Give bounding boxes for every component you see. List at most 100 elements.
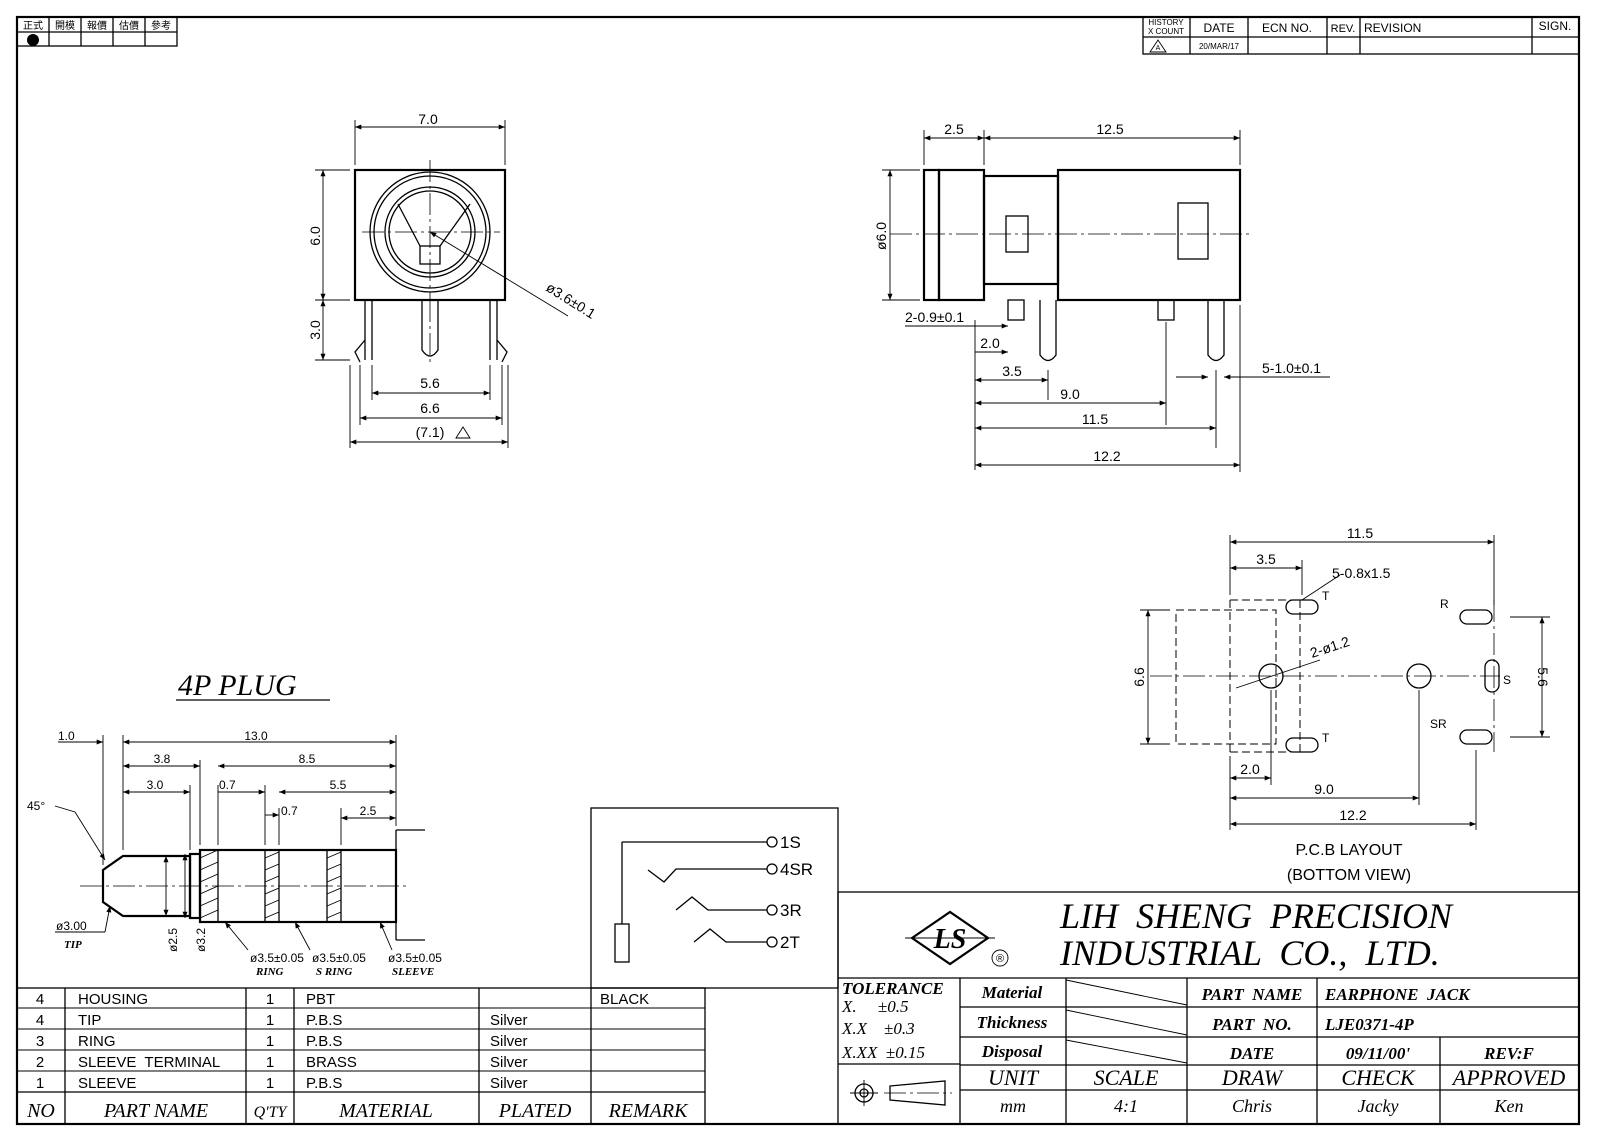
s-ring-label: S RING — [316, 966, 352, 978]
dim-label: 6.0 — [307, 226, 323, 246]
pin-label: T — [1322, 731, 1330, 745]
part-name-value: EARPHONE JACK — [1324, 985, 1471, 1004]
dim-label: 5-1.0±0.1 — [1262, 360, 1321, 376]
bom-no: 1 — [36, 1075, 44, 1092]
revision-table: HISTORY X COUNT DATE ECN NO. REV. REVISI… — [1142, 16, 1580, 55]
dim-label: ø3.5±0.05 — [250, 951, 304, 965]
pcb-layout: 11.5 3.5 5-0.8x1.5 2-ø1.2 6.6 5.6 2.0 9.… — [1131, 525, 1551, 884]
dim-label: ø3.2 — [194, 928, 208, 952]
scale-label: SCALE — [1094, 1065, 1159, 1090]
bom-no: 4 — [36, 1012, 44, 1029]
bom-plated: Silver — [490, 1012, 528, 1029]
dim-label: ø3.00 — [56, 919, 87, 933]
stage-label: 正式 — [23, 19, 43, 32]
bom-part-name: RING — [78, 1033, 116, 1050]
revision-count: A — [1156, 45, 1161, 52]
dim-label: 0.7 — [281, 804, 298, 818]
dim-label: ø3.5±0.05 — [312, 951, 366, 965]
draw-value: Chris — [1232, 1096, 1272, 1116]
dim-label: 11.5 — [1082, 411, 1108, 427]
bom-part-name: SLEEVE — [78, 1075, 136, 1092]
dim-label: 9.0 — [1060, 386, 1080, 402]
table-row: 1 SLEEVE 1 P.B.S Silver — [36, 1075, 528, 1092]
dim-label: 2.0 — [1240, 761, 1260, 777]
registered-mark: ® — [996, 953, 1004, 965]
bom-header: MATERIAL — [338, 1100, 433, 1122]
history-header: HISTORY — [1148, 18, 1184, 27]
dim-label: 6.6 — [420, 400, 440, 416]
pcb-layout-subtitle: (BOTTOM VIEW) — [1287, 867, 1411, 884]
bom-qty: 1 — [266, 1012, 274, 1029]
dim-label: ø3.5±0.05 — [388, 951, 442, 965]
pcb-layout-title: P.C.B LAYOUT — [1296, 842, 1403, 859]
approved-label: APPROVED — [1451, 1065, 1566, 1090]
bom-plated: Silver — [490, 1054, 528, 1071]
bom-part-name: TIP — [78, 1012, 101, 1029]
bom-part-name: SLEEVE TERMINAL — [78, 1054, 220, 1071]
bom-table: 4 HOUSING 1 PBT BLACK 4 TIP 1 P.B.S Silv… — [16, 987, 706, 1125]
projection-symbol-icon — [850, 1080, 952, 1106]
dim-label: 5.5 — [330, 778, 347, 792]
dim-label: 3.0 — [147, 778, 164, 792]
stage-label: 參考 — [151, 19, 171, 32]
plug-view: 4P PLUG — [27, 669, 442, 978]
dim-label: 5.6 — [420, 375, 440, 391]
bom-header: Q'TY — [254, 1104, 289, 1121]
bom-header: REMARK — [608, 1100, 690, 1122]
bom-no: 2 — [36, 1054, 44, 1071]
count-header: X COUNT — [1148, 27, 1184, 36]
plug-title: 4P PLUG — [178, 669, 297, 702]
company-logo: LS ® — [905, 910, 1009, 967]
table-row: 3 RING 1 P.B.S Silver — [36, 1033, 528, 1050]
company-name-line-2: INDUSTRIAL CO., LTD. — [1059, 933, 1440, 973]
bom-header: PLATED — [498, 1100, 572, 1122]
dim-label: 0.7 — [219, 778, 236, 792]
material-label: Material — [981, 983, 1043, 1002]
dim-label: 3.5 — [1002, 363, 1022, 379]
dim-label: 12.2 — [1093, 448, 1120, 464]
check-label: CHECK — [1341, 1065, 1416, 1090]
dim-label: 3.5 — [1256, 551, 1276, 567]
dim-label: 1.0 — [58, 729, 75, 743]
title-block: LS ® LIH SHENG PRECISION INDUSTRIAL CO.,… — [837, 891, 1580, 1125]
bom-no: 4 — [36, 991, 44, 1008]
table-row: 4 TIP 1 P.B.S Silver — [36, 1012, 528, 1029]
bom-qty: 1 — [266, 991, 274, 1008]
dim-label: 13.0 — [244, 729, 268, 743]
dim-label: 2.5 — [944, 121, 964, 137]
stage-table: 正式 開模 報價 估價 參考 — [16, 16, 178, 47]
tolerance-label: TOLERANCE — [842, 979, 944, 998]
pin-label: S — [1503, 673, 1511, 687]
unit-label: UNIT — [988, 1065, 1040, 1090]
pin-label: R — [1440, 597, 1449, 611]
logo-text: LS — [933, 924, 967, 955]
dim-label: 12.2 — [1339, 807, 1366, 823]
bom-material: P.B.S — [306, 1033, 342, 1050]
table-row: 2 SLEEVE TERMINAL 1 BRASS Silver — [36, 1054, 528, 1071]
date-label: DATE — [1229, 1044, 1274, 1063]
side-view: 2.5 12.5 ø6.0 2-0.9±0.1 2.0 3.5 9.0 11.5… — [873, 121, 1330, 472]
dim-label: ø6.0 — [873, 222, 889, 250]
unit-value: mm — [1000, 1096, 1026, 1116]
dim-label: 12.5 — [1096, 121, 1123, 137]
pin-label: T — [1322, 589, 1330, 603]
revision-date: 20/MAR/17 — [1199, 42, 1240, 51]
drawing-border — [15, 15, 1581, 1126]
bom-qty: 1 — [266, 1075, 274, 1092]
tolerance-xxx: X.XX ±0.15 — [841, 1043, 925, 1062]
bom-header-row: NO PART NAME Q'TY MATERIAL PLATED REMARK — [26, 1100, 689, 1122]
table-row: 4 HOUSING 1 PBT BLACK — [36, 991, 649, 1008]
schematic: 1S 4SR 3R 2T — [590, 807, 839, 989]
stage-label: 開模 — [55, 20, 75, 32]
date-header: DATE — [1203, 21, 1234, 35]
dim-label: 5-0.8x1.5 — [1332, 565, 1391, 581]
dim-label: 8.5 — [299, 752, 316, 766]
bom-material: PBT — [306, 991, 335, 1008]
dim-label: 2.5 — [360, 804, 377, 818]
disposal-label: Disposal — [981, 1042, 1043, 1061]
revision-triangle-icon — [455, 426, 471, 439]
dim-label: ø3.6±0.1 — [543, 279, 598, 322]
schematic-pin-label: 3R — [780, 901, 802, 920]
ecn-header: ECN NO. — [1262, 21, 1312, 35]
thickness-label: Thickness — [977, 1013, 1048, 1032]
